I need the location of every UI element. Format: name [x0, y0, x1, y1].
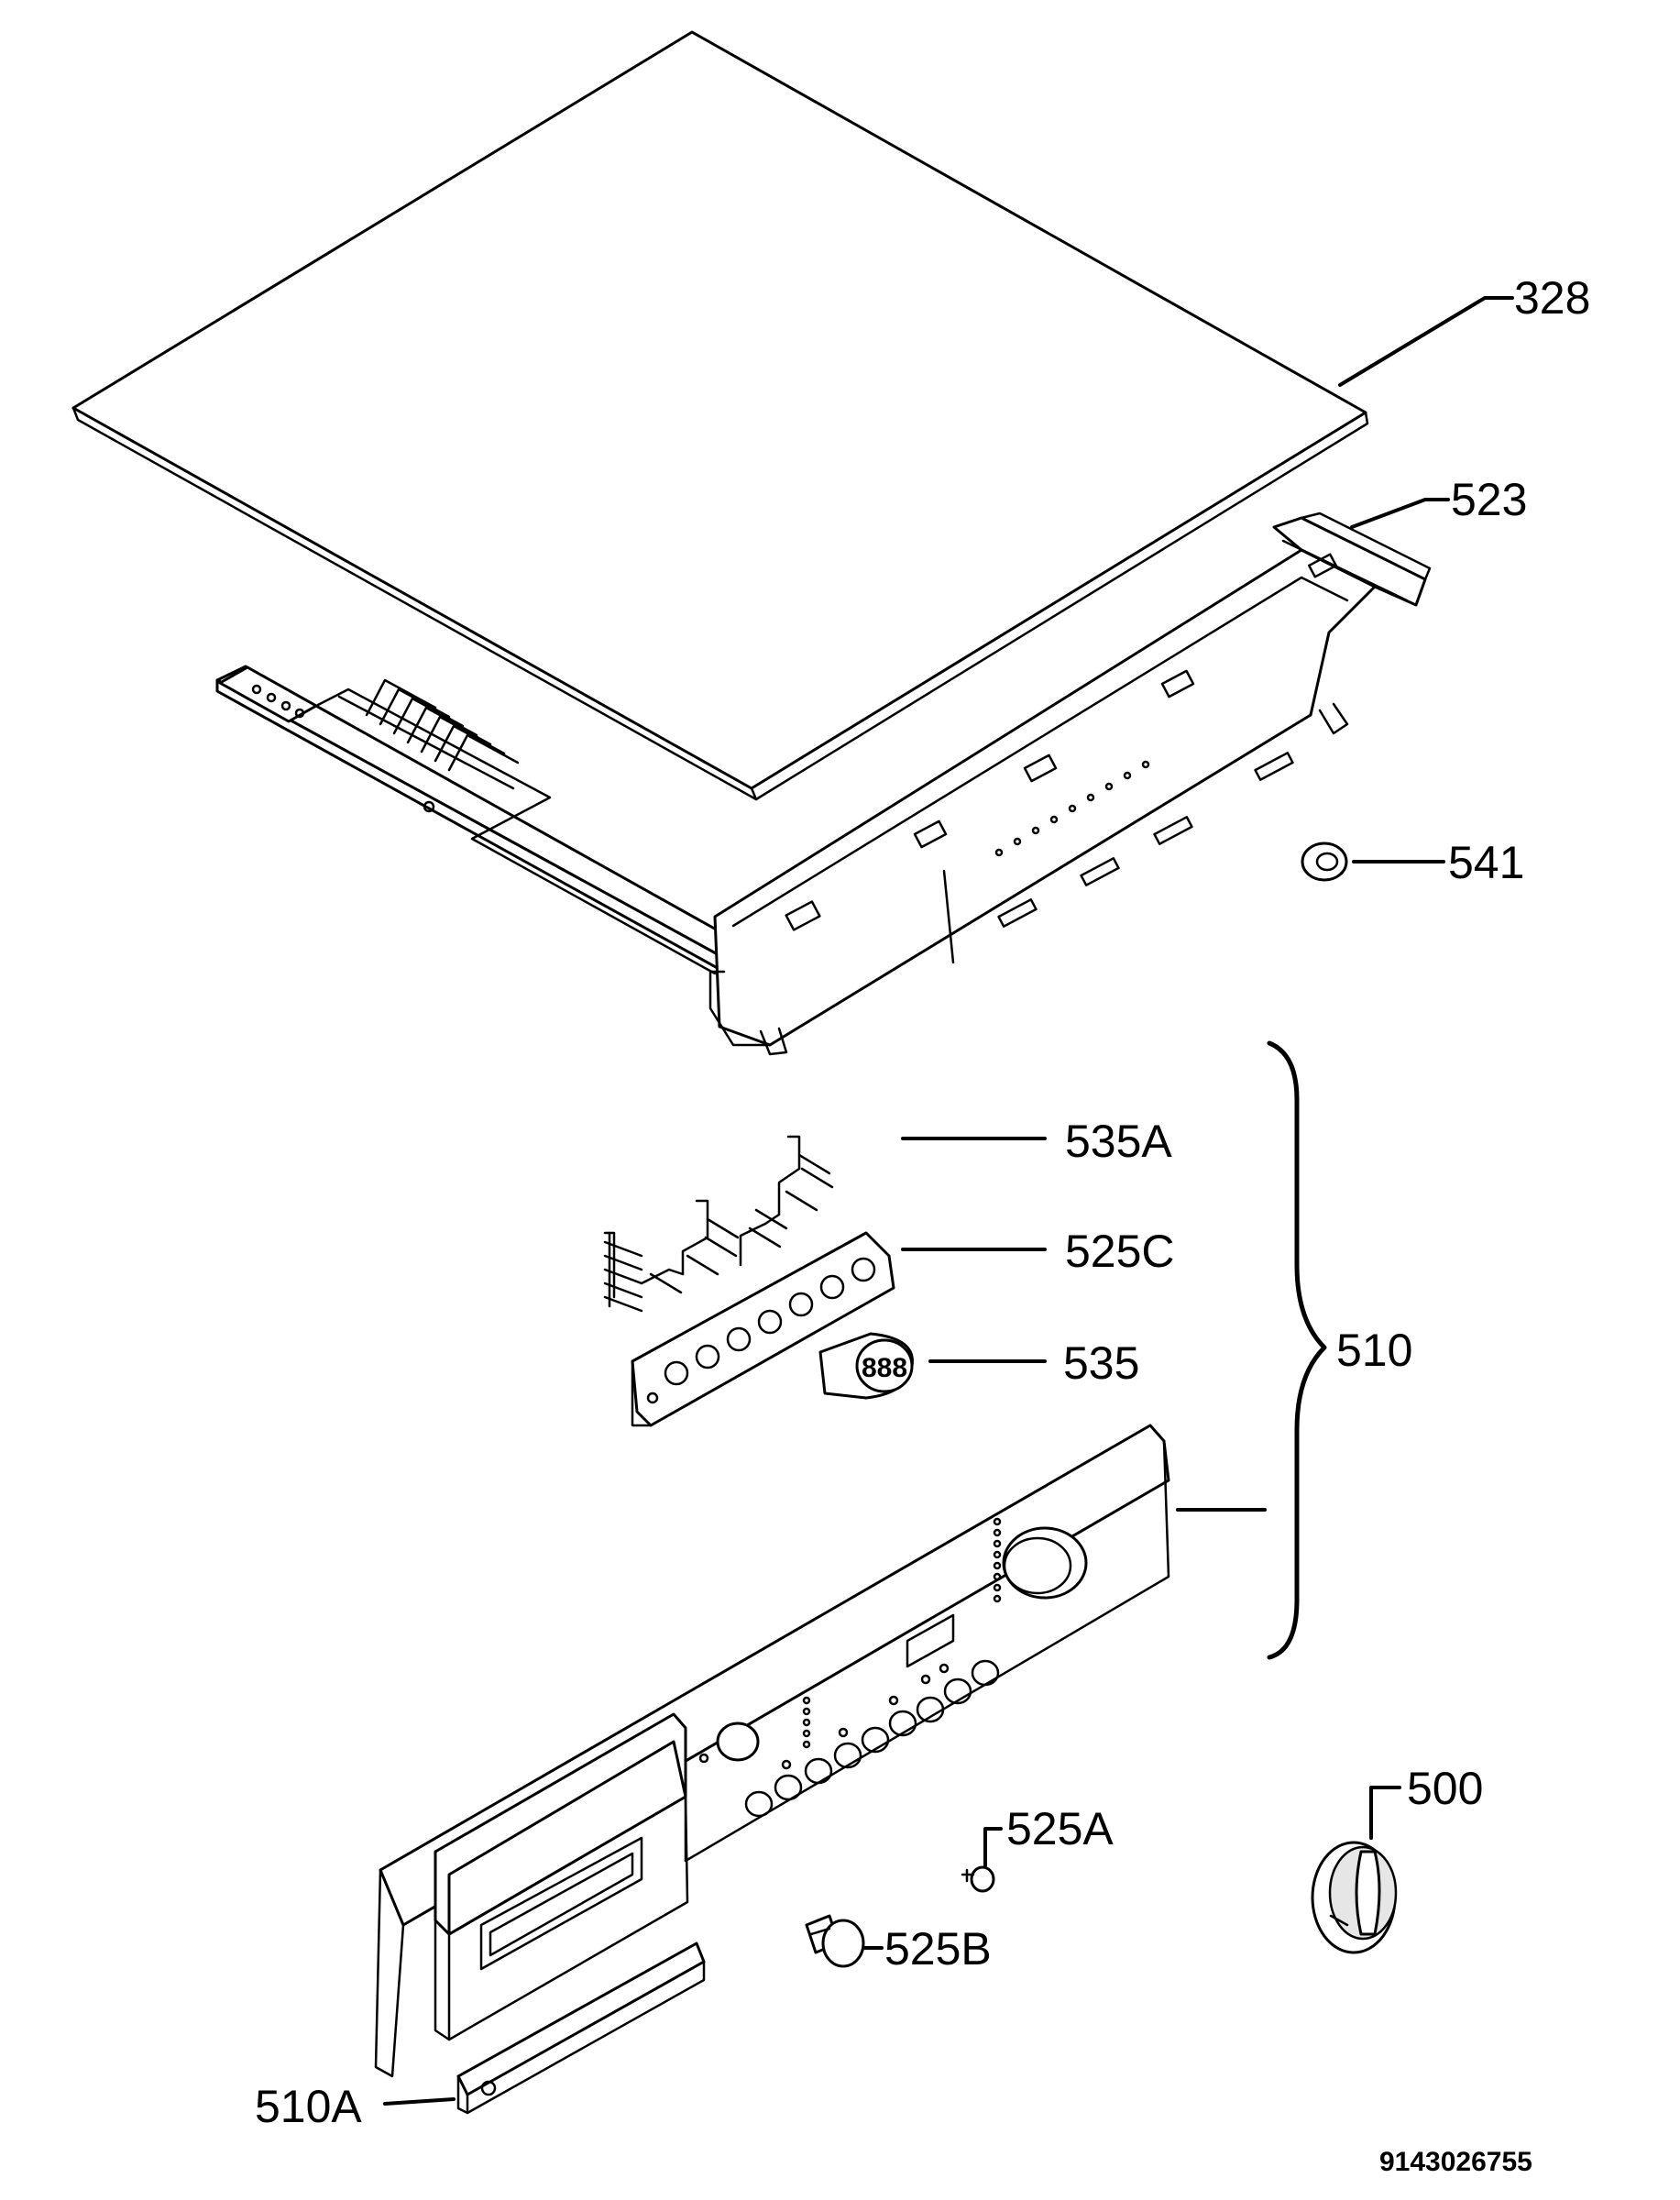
fascia-led-column	[993, 1517, 1002, 1603]
label-535: 535	[1063, 1337, 1139, 1389]
control-panel-fascia-510	[374, 1424, 1170, 2078]
label-541: 541	[1448, 837, 1524, 888]
button-holder-525C	[631, 1231, 895, 1427]
label-328: 328	[1514, 272, 1590, 324]
knob-500	[1311, 1841, 1398, 1954]
badge-plate-510A	[456, 1942, 706, 2115]
label-523: 523	[1451, 474, 1527, 525]
frame-vent-slots	[365, 678, 520, 772]
button-525A	[961, 1865, 995, 1893]
label-510: 510	[1336, 1325, 1412, 1376]
label-500: 500	[1407, 1763, 1483, 1814]
control-frame-523	[215, 512, 1432, 1056]
ring-541	[1301, 842, 1348, 882]
leader-lines	[383, 296, 1514, 2106]
label-510A: 510A	[255, 2081, 362, 2132]
label-525B: 525B	[884, 1923, 992, 1974]
top-cover-plate-328	[71, 30, 1369, 801]
light-pipes-535A	[603, 1135, 834, 1313]
frame-hole-row	[994, 760, 1150, 857]
button-525B	[805, 1914, 865, 1968]
label-525C: 525C	[1065, 1226, 1175, 1277]
group-brace-510	[1267, 1040, 1327, 1660]
fascia-buttons	[744, 1659, 1000, 1818]
display-module-535: 888	[818, 1332, 914, 1400]
label-535A: 535A	[1065, 1116, 1172, 1167]
label-525A: 525A	[1006, 1803, 1114, 1854]
part-labels: 328 523 541 535A 525C 535 510 500 525A 5…	[255, 272, 1590, 2132]
display-digits: 888	[862, 1353, 907, 1383]
button-holder-sockets	[664, 1257, 876, 1386]
drawing-number: 9143026755	[1379, 2147, 1532, 2177]
